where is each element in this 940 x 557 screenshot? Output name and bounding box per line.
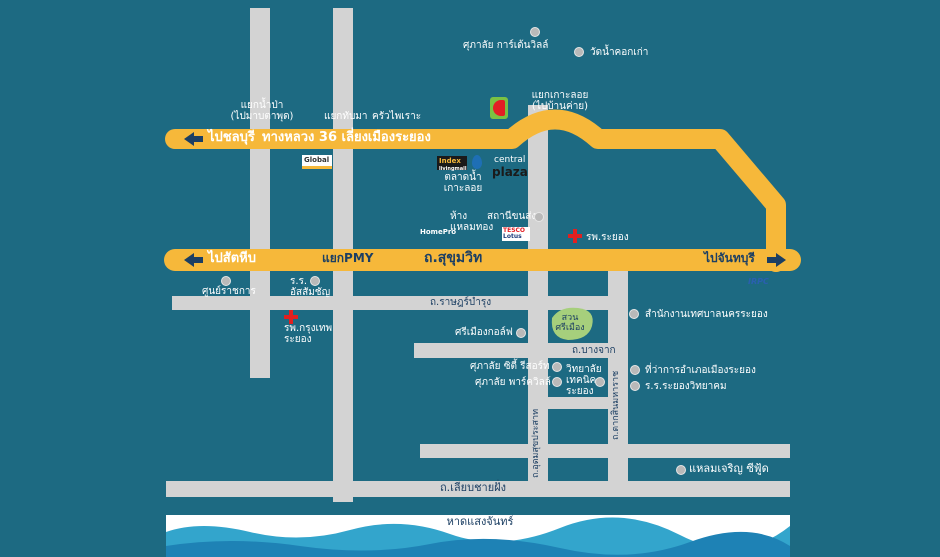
direction-chonburi: ไปชลบุรี	[208, 130, 255, 145]
direction-chanthaburi: ไปจันทบุรี	[704, 251, 755, 265]
place-talat-nam: ตลาดน้ำ เกาะลอย	[443, 172, 483, 194]
place-supalai-park: ศุภาลัย พาร์ควิลล์	[475, 377, 551, 388]
marker-garden-ville	[530, 27, 540, 37]
road-label-udomsap: ถ.อุดมสุขประสาท	[531, 409, 541, 478]
logo-tesco-lotus: TESCO Lotus	[502, 227, 530, 241]
marker-sunyarachakan	[221, 276, 231, 286]
logo-index-living: Index livingmall	[437, 156, 467, 172]
logo-central-drop	[472, 155, 482, 169]
place-laem-charoen: แหลมเจริญ ซีฟู้ด	[689, 462, 769, 475]
park-suan-sri-muang	[551, 307, 593, 340]
marker-supalai-city	[552, 362, 562, 372]
intersection-ko-loi: แยกเกาะลอย (ไปบ้านค่าย)	[531, 90, 589, 112]
road-beach	[166, 481, 790, 497]
direction-sattahip: ไปสัตหีบ	[208, 251, 256, 266]
road-bangchak	[414, 343, 622, 358]
hospital-icon-bangkok	[284, 310, 298, 324]
arrow-left-sattahip	[184, 253, 194, 267]
road-ratburana	[172, 296, 622, 310]
place-sri-muang-golf: ศรีเมืองกอล์ฟ	[455, 327, 513, 338]
logo-tesco-sub: Lotus	[503, 233, 522, 240]
logo-tesco-text: TESCO	[503, 227, 526, 234]
intersection-nam-pa: แยกน้ำป่า (ไปมาบตาพุด)	[230, 100, 294, 122]
road-udomsap	[528, 105, 548, 485]
logo-central-text: central	[494, 155, 526, 165]
road-label-beach: ถ.เลียบชายฝั่ง	[440, 481, 506, 494]
place-rph-rayong: รพ.ระยอง	[586, 232, 629, 243]
road-tak-sin	[608, 268, 628, 486]
place-rph-bangkok: รพ.กรุงเทพ ระยอง	[284, 323, 333, 345]
road-east-west-lower	[420, 444, 790, 458]
logo-index-text: Index	[439, 157, 461, 165]
place-tech-college: วิทยาลัย เทคนิค ระยอง	[566, 364, 602, 397]
place-sunyarachakan: ศูนย์ราชการ	[202, 286, 256, 297]
road-hwy36	[165, 109, 786, 272]
place-supalai-city: ศุภาลัย ซิตี้ รีสอร์ท	[470, 361, 550, 372]
logo-index-sub: livingmall	[439, 166, 467, 172]
logo-big-c	[490, 97, 508, 119]
place-rayong-school: ร.ร.ระยองวิทยาคม	[645, 381, 727, 392]
logo-irpc: IRPC	[748, 277, 769, 286]
place-land-office: สำนักงานเทศบาลนครระยอง	[645, 309, 768, 320]
marker-tech-college	[595, 377, 605, 387]
marker-school-ammart	[310, 276, 320, 286]
logo-global: Global	[302, 155, 332, 169]
road-college-connector	[548, 397, 610, 409]
marker-supalai-park	[552, 377, 562, 387]
marker-district-office	[630, 365, 640, 375]
road-label-sukhumvit: ถ.สุขุมวิท	[424, 250, 483, 266]
arrow-left-chonburi	[184, 132, 194, 146]
direction-arrows	[184, 132, 786, 267]
place-suan-sri-muang: สวน ศรีเมือง	[555, 313, 585, 333]
road-label-tak-sin: ถ.ตากสินมหาราช	[611, 370, 621, 440]
intersection-pmy: แยกPMY	[322, 251, 374, 265]
road-label-ratburana: ถ.ราษฎร์บำรุง	[430, 297, 492, 308]
place-sathani-khonsong: สถานีขนส่ง	[487, 211, 537, 222]
place-hat-saeng-chan: หาดแสงจันทร์	[446, 515, 514, 528]
place-hang-laem-thong: ห้าง แหลมทอง	[450, 211, 494, 233]
marker-wat-nam-khok	[574, 47, 584, 57]
hospital-icon	[568, 229, 582, 243]
marker-land-office	[629, 309, 639, 319]
marker-laem-charoen	[676, 465, 686, 475]
marker-sathani-khonsong	[534, 212, 544, 222]
place-district-office: ที่ว่าการอำเภอเมืองระยอง	[645, 365, 756, 376]
sea	[166, 515, 790, 557]
place-garden-ville: ศุภาลัย การ์เด้นวิลล์	[463, 40, 549, 51]
place-khrua-phrai: ครัวไพเราะ	[372, 111, 422, 122]
logo-homepro: HomePro	[420, 228, 457, 236]
logo-plaza-text: plaza	[492, 165, 528, 179]
place-wat-nam-khok: วัดน้ำคอกเก่า	[590, 47, 649, 58]
marker-rayong-school	[630, 381, 640, 391]
marker-sri-muang-golf	[516, 328, 526, 338]
intersection-thap-ma: แยกทับมา	[324, 111, 368, 122]
arrow-right-chanthaburi	[776, 253, 786, 267]
road-label-bangchak: ถ.บางจาก	[572, 345, 616, 356]
road-label-hwy36: ทางหลวง 36 เลี่ยงเมืองระยอง	[262, 130, 431, 145]
place-school-ammart: ร.ร. อัสสัมชัญ	[290, 276, 331, 298]
road-vertical-nam-pa	[250, 8, 270, 378]
